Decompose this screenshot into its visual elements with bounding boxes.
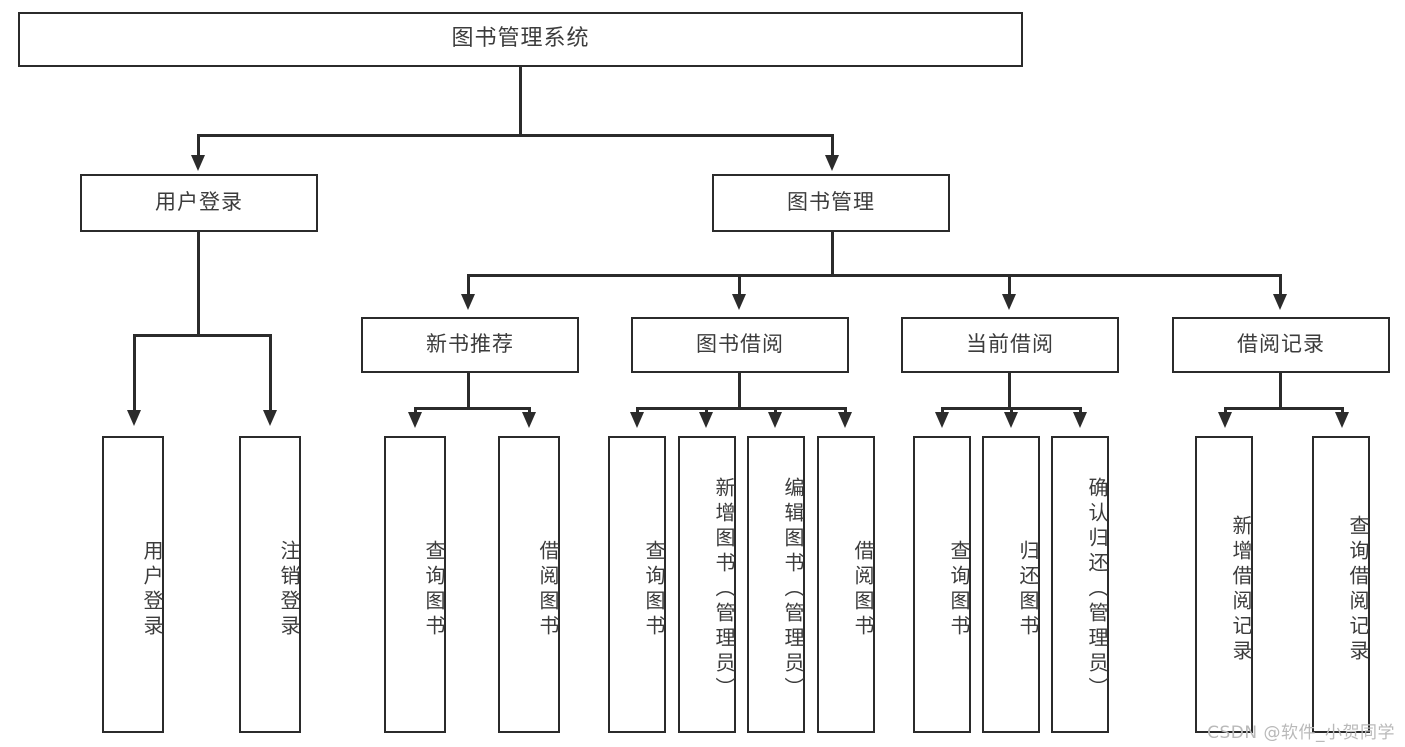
- arrow-new-book-to-leaf1: [408, 412, 422, 428]
- leaf-label: 编辑图书（管理员）: [781, 477, 805, 702]
- csdn-watermark: CSDN @软件_小贺同学: [1207, 723, 1395, 743]
- connector-root-to-user-login: [197, 134, 200, 158]
- node-borrow-record[interactable]: 借阅记录: [1172, 317, 1390, 373]
- leaf-label: 新增借阅记录: [1229, 514, 1253, 665]
- leaf-new-book-query[interactable]: 查询图书: [384, 436, 446, 733]
- leaf-label: 用户登录: [140, 539, 164, 640]
- leaf-label: 借阅图书: [536, 539, 560, 640]
- leaf-label: 查询借阅记录: [1346, 514, 1370, 665]
- arrow-book-borrow-to-leaf1: [630, 412, 644, 428]
- arrow-book-manage-to-record: [1273, 294, 1287, 310]
- arrow-book-borrow-to-leaf2: [699, 412, 713, 428]
- leaf-book-borrow-borrow[interactable]: 借阅图书: [817, 436, 875, 733]
- node-user-login[interactable]: 用户登录: [80, 174, 318, 232]
- arrow-borrow-record-to-leaf2: [1335, 412, 1349, 428]
- leaf-current-borrow-return[interactable]: 归还图书: [982, 436, 1040, 733]
- arrow-current-borrow-to-leaf2: [1004, 412, 1018, 428]
- arrow-current-borrow-to-leaf3: [1073, 412, 1087, 428]
- connector-book-manage-to-record: [1279, 274, 1282, 296]
- leaf-label: 归还图书: [1016, 539, 1040, 640]
- leaf-label: 注销登录: [277, 539, 301, 640]
- leaf-borrow-record-query[interactable]: 查询借阅记录: [1312, 436, 1370, 733]
- leaf-new-book-borrow[interactable]: 借阅图书: [498, 436, 560, 733]
- leaf-current-borrow-query[interactable]: 查询图书: [913, 436, 971, 733]
- node-new-book-recommend[interactable]: 新书推荐: [361, 317, 579, 373]
- connector-new-book-bar: [414, 407, 528, 410]
- leaf-user-login-logout[interactable]: 注销登录: [239, 436, 301, 733]
- arrow-book-manage-to-current: [1002, 294, 1016, 310]
- leaf-label: 确认归还（管理员）: [1085, 477, 1109, 702]
- connector-user-login-bar: [133, 334, 269, 337]
- leaf-label: 查询图书: [422, 539, 446, 640]
- arrow-root-to-user-login: [191, 155, 205, 171]
- node-book-management[interactable]: 图书管理: [712, 174, 950, 232]
- arrow-current-borrow-to-leaf1: [935, 412, 949, 428]
- arrow-new-book-to-leaf2: [522, 412, 536, 428]
- leaf-borrow-record-add[interactable]: 新增借阅记录: [1195, 436, 1253, 733]
- leaf-label: 查询图书: [642, 539, 666, 640]
- leaf-current-borrow-confirm[interactable]: 确认归还（管理员）: [1051, 436, 1109, 733]
- arrow-user-login-to-leaf1: [127, 410, 141, 426]
- leaf-user-login-login[interactable]: 用户登录: [102, 436, 164, 733]
- connector-root-to-book-manage: [831, 134, 834, 158]
- connector-book-borrow-stem: [738, 373, 741, 409]
- connector-book-manage-to-borrow: [738, 274, 741, 296]
- connector-user-login-stem: [197, 232, 200, 336]
- connector-book-borrow-bar: [636, 407, 844, 410]
- connector-borrow-record-stem: [1279, 373, 1282, 409]
- node-book-borrow[interactable]: 图书借阅: [631, 317, 849, 373]
- connector-current-borrow-stem: [1008, 373, 1011, 409]
- connector-root-bar: [197, 134, 833, 137]
- connector-root-stem: [519, 67, 522, 135]
- leaf-book-borrow-add[interactable]: 新增图书（管理员）: [678, 436, 736, 733]
- connector-book-manage-to-new-book: [467, 274, 470, 296]
- leaf-book-borrow-edit[interactable]: 编辑图书（管理员）: [747, 436, 805, 733]
- connector-book-manage-bar: [467, 274, 1281, 277]
- connector-user-login-to-leaf1: [133, 334, 136, 412]
- arrow-user-login-to-leaf2: [263, 410, 277, 426]
- arrow-book-borrow-to-leaf4: [838, 412, 852, 428]
- arrow-book-manage-to-new-book: [461, 294, 475, 310]
- arrow-root-to-book-manage: [825, 155, 839, 171]
- connector-user-login-to-leaf2: [269, 334, 272, 412]
- node-current-borrow[interactable]: 当前借阅: [901, 317, 1119, 373]
- arrow-book-manage-to-borrow: [732, 294, 746, 310]
- node-root-system[interactable]: 图书管理系统: [18, 12, 1023, 67]
- leaf-label: 借阅图书: [851, 539, 875, 640]
- connector-book-manage-to-current: [1008, 274, 1011, 296]
- connector-book-manage-stem: [831, 232, 834, 276]
- connector-borrow-record-bar: [1224, 407, 1341, 410]
- arrow-borrow-record-to-leaf1: [1218, 412, 1232, 428]
- leaf-book-borrow-query[interactable]: 查询图书: [608, 436, 666, 733]
- leaf-label: 查询图书: [947, 539, 971, 640]
- arrow-book-borrow-to-leaf3: [768, 412, 782, 428]
- leaf-label: 新增图书（管理员）: [712, 477, 736, 702]
- connector-new-book-stem: [467, 373, 470, 409]
